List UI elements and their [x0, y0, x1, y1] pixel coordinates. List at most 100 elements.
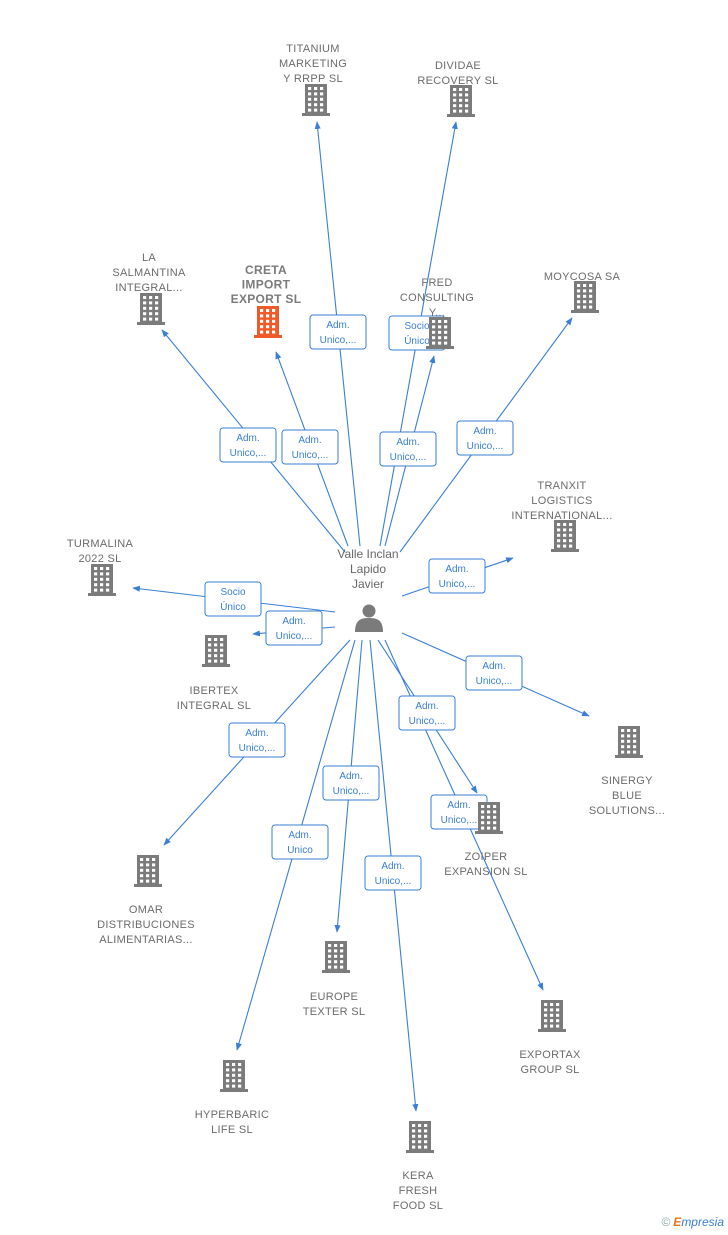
role-text: Adm. — [396, 437, 419, 448]
role-text: Adm. — [236, 433, 259, 444]
role-badge-ibertex[interactable]: Adm. Unico,... — [265, 610, 323, 646]
role-text: Único — [404, 334, 430, 347]
person-name-line: Valle Inclan — [337, 547, 398, 561]
company-label-line: OMAR — [129, 904, 163, 916]
building-icon — [426, 317, 454, 349]
role-text: Unico,... — [239, 743, 276, 754]
company-label-europe: EUROPE TEXTER SL — [303, 991, 366, 1018]
company-label-line: INTEGRAL... — [115, 282, 182, 294]
company-node-exportax[interactable]: EXPORTAX GROUP SL — [519, 1000, 581, 1076]
company-label-line: EXPORTAX — [519, 1049, 581, 1061]
role-text: Único — [220, 600, 246, 613]
company-label-line: MOYCOSA SA — [544, 271, 621, 283]
role-badge-sinergy[interactable]: Adm.Unico,... — [465, 655, 523, 691]
company-label-line: GROUP SL — [520, 1064, 579, 1076]
building-icon — [302, 84, 330, 116]
role-text: Adm. — [381, 861, 404, 872]
company-label-line: INTEGRAL SL — [177, 700, 251, 712]
person-name-line: Lapido — [350, 562, 386, 576]
building-icon — [134, 855, 162, 887]
company-node-titanium[interactable]: TITANIUM MARKETING Y RRPP SL — [279, 43, 347, 116]
company-label-line: TEXTER SL — [303, 1006, 366, 1018]
company-label-line: FOOD SL — [393, 1200, 443, 1212]
role-text: Adm. — [339, 771, 362, 782]
role-text: Adm. — [482, 661, 505, 672]
role-badge-moycosa[interactable]: Adm.Unico,... — [456, 420, 514, 456]
company-label-line: LIFE SL — [211, 1124, 253, 1136]
role-text: Adm. — [282, 616, 305, 627]
role-text: Unico,... — [441, 815, 478, 826]
brand-logo-text: mpresia — [681, 1215, 724, 1229]
role-badge-zoiper[interactable]: Adm.Unico,... — [398, 695, 456, 731]
role-badge-creta[interactable]: Adm.Unico,... — [281, 429, 339, 465]
role-text: Adm. — [447, 800, 470, 811]
company-label-line: 2022 SL — [78, 553, 121, 565]
company-label-line: Y RRPP SL — [283, 73, 343, 85]
role-text: Unico,... — [276, 631, 313, 642]
company-label-line: CRETA — [245, 263, 287, 277]
company-label-line: EXPORT SL — [231, 292, 302, 306]
company-label-line: EUROPE — [310, 991, 358, 1003]
company-label-line: TRANXIT — [537, 480, 586, 492]
company-label-line: EXPANSION SL — [444, 866, 527, 878]
company-label-line: LA — [142, 252, 156, 264]
company-label-line: LOGISTICS — [531, 495, 592, 507]
company-label-hyperbaric: HYPERBARIC LIFE SL — [195, 1109, 270, 1136]
role-text: Unico,... — [320, 335, 357, 346]
company-label-line: SINERGY — [601, 775, 653, 787]
company-label-line: HYPERBARIC — [195, 1109, 270, 1121]
brand-logo-initial: E — [673, 1215, 682, 1229]
role-badge-tranxit[interactable]: Adm.Unico,... — [428, 558, 486, 594]
role-text: Adm. — [298, 435, 321, 446]
role-badge-exportax[interactable]: Adm. Unico,... — [430, 794, 488, 830]
role-badge-fred[interactable]: Adm.Unico,... — [379, 431, 437, 467]
role-badge-europe[interactable]: Adm. Unico,... — [322, 765, 380, 801]
company-node-moycosa[interactable]: MOYCOSA SA — [544, 271, 621, 313]
company-label-line: RECOVERY SL — [417, 75, 498, 87]
company-label-line: MARKETING — [279, 58, 347, 70]
person-icon — [355, 604, 383, 632]
role-text: Unico,... — [375, 876, 412, 887]
role-text: Adm. — [288, 830, 311, 841]
company-label-line: FRESH — [399, 1185, 438, 1197]
role-badge-salmantina[interactable]: Adm.Unico,... — [219, 427, 277, 463]
company-node-europe[interactable]: EUROPE TEXTER SL — [303, 941, 366, 1018]
building-icon — [571, 281, 599, 313]
role-badge-kera[interactable]: Adm. Unico,... — [364, 855, 422, 891]
role-badge-hyperbaric[interactable]: Adm. Unico — [271, 824, 329, 860]
role-text: Unico,... — [333, 786, 370, 797]
role-badge-omar[interactable]: Adm.Unico,... — [228, 722, 286, 758]
brand-footer: ©Empresia — [661, 1215, 724, 1229]
role-badge-titanium[interactable]: Adm.Unico,... — [309, 314, 367, 350]
role-text: Socio — [404, 321, 429, 332]
company-label-line: BLUE — [612, 790, 642, 802]
company-label-line: TITANIUM — [286, 43, 340, 55]
company-node-hyperbaric[interactable]: HYPERBARIC LIFE SL — [195, 1060, 270, 1136]
role-text: Adm. — [415, 701, 438, 712]
role-text: Unico — [287, 845, 313, 856]
building-icon — [615, 726, 643, 758]
building-icon — [137, 293, 165, 325]
